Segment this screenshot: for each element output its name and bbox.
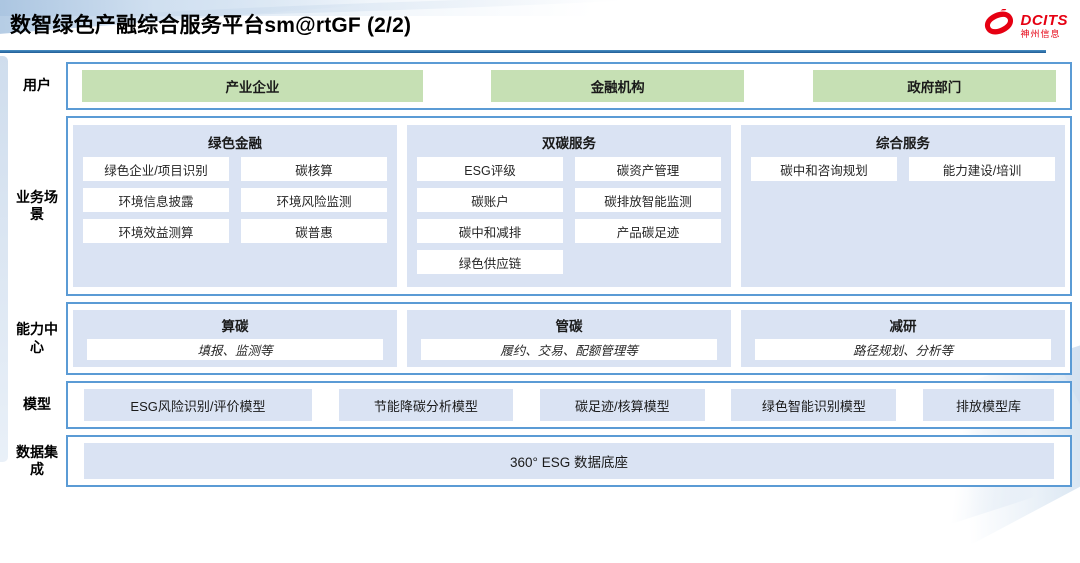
capability-title: 减研: [889, 319, 917, 334]
scenario-item: 碳中和咨询规划: [751, 157, 897, 181]
capability-title: 管碳: [555, 319, 583, 334]
scenario-item: 碳普惠: [241, 219, 387, 243]
model-box: 碳足迹/核算模型: [539, 389, 705, 421]
logo-subbrand-text: 神州信息: [1020, 28, 1061, 39]
capability-desc: 填报、监测等: [87, 339, 383, 360]
capability-title: 算碳: [221, 319, 249, 334]
scenario-item: 碳排放智能监测: [575, 188, 721, 212]
capability-desc: 履约、交易、配额管理等: [421, 339, 717, 360]
scenario-column-dual-carbon: 双碳服务 ESG评级 碳资产管理 碳账户 碳排放智能监测 碳中和减排 产品碳足迹…: [407, 125, 731, 287]
models-row: 模型 ESG风险识别/评价模型 节能降碳分析模型 碳足迹/核算模型 绿色智能识别…: [8, 381, 1072, 429]
scenario-item: 碳资产管理: [575, 157, 721, 181]
data-integration-container: 360° ESG 数据底座: [66, 435, 1072, 487]
user-box-finance: 金融机构: [491, 70, 745, 102]
model-box: ESG风险识别/评价模型: [84, 389, 312, 421]
model-box: 排放模型库: [923, 389, 1054, 421]
users-row-label: 用户: [23, 77, 51, 94]
architecture-diagram: 用户 产业企业 金融机构 政府部门 业务场景 绿色金融 绿色企业/项目识别 碳核…: [8, 62, 1072, 493]
scenario-item: 绿色供应链: [417, 250, 563, 274]
page-title: 数智绿色产融综合服务平台sm@rtGF (2/2): [10, 14, 412, 37]
data-integration-row: 数据集成 360° ESG 数据底座: [8, 435, 1072, 487]
left-accent-strip: [0, 56, 8, 462]
models-row-label: 模型: [23, 396, 51, 413]
capability-box-calc: 算碳 填报、监测等: [73, 310, 397, 367]
slide-header: 数智绿色产融综合服务平台sm@rtGF (2/2) DCITS 神州信息: [0, 0, 1080, 54]
esg-data-base-box: 360° ESG 数据底座: [84, 443, 1054, 479]
scenario-item: 产品碳足迹: [575, 219, 721, 243]
models-container: ESG风险识别/评价模型 节能降碳分析模型 碳足迹/核算模型 绿色智能识别模型 …: [66, 381, 1072, 429]
scenario-item: 绿色企业/项目识别: [83, 157, 229, 181]
scenario-column-title: 绿色金融: [208, 136, 262, 151]
scenario-item: 碳账户: [417, 188, 563, 212]
header-divider-line: [0, 50, 1046, 53]
scenario-column-title: 综合服务: [876, 136, 930, 151]
scenario-item: 能力建设/培训: [909, 157, 1055, 181]
scenario-item: 环境信息披露: [83, 188, 229, 212]
data-integration-row-label: 数据集成: [16, 443, 58, 478]
capability-box-manage: 管碳 履约、交易、配额管理等: [407, 310, 731, 367]
scenario-item: 环境风险监测: [241, 188, 387, 212]
scenario-column-comprehensive: 综合服务 碳中和咨询规划 能力建设/培训: [741, 125, 1065, 287]
capability-row: 能力中心 算碳 填报、监测等 管碳 履约、交易、配额管理等 减研 路径规划、分析…: [8, 302, 1072, 375]
user-box-government: 政府部门: [812, 70, 1056, 102]
scenarios-container: 绿色金融 绿色企业/项目识别 碳核算 环境信息披露 环境风险监测 环境效益测算 …: [66, 116, 1072, 296]
scenarios-row-label: 业务场景: [16, 188, 58, 223]
scenario-item: ESG评级: [417, 157, 563, 181]
scenario-item: 碳中和减排: [417, 219, 563, 243]
capability-box-reduce: 减研 路径规划、分析等: [741, 310, 1065, 367]
logo-brand-text: DCITS: [1020, 11, 1068, 29]
capability-container: 算碳 填报、监测等 管碳 履约、交易、配额管理等 减研 路径规划、分析等: [66, 302, 1072, 375]
scenario-column-green-finance: 绿色金融 绿色企业/项目识别 碳核算 环境信息披露 环境风险监测 环境效益测算 …: [73, 125, 397, 287]
model-box: 节能降碳分析模型: [338, 389, 514, 421]
scenario-item: 碳核算: [241, 157, 387, 181]
capability-desc: 路径规划、分析等: [755, 339, 1051, 360]
scenario-item: 环境效益测算: [83, 219, 229, 243]
scenario-column-title: 双碳服务: [542, 136, 596, 151]
dcits-swoosh-icon: [981, 3, 1017, 42]
capability-row-label: 能力中心: [16, 321, 58, 355]
users-container: 产业企业 金融机构 政府部门: [66, 62, 1072, 110]
user-box-industry: 产业企业: [82, 70, 423, 102]
users-row: 用户 产业企业 金融机构 政府部门: [8, 62, 1072, 110]
model-box: 绿色智能识别模型: [731, 389, 897, 421]
dcits-logo: DCITS 神州信息: [981, 3, 1069, 42]
scenarios-row: 业务场景 绿色金融 绿色企业/项目识别 碳核算 环境信息披露 环境风险监测 环境…: [8, 116, 1072, 296]
